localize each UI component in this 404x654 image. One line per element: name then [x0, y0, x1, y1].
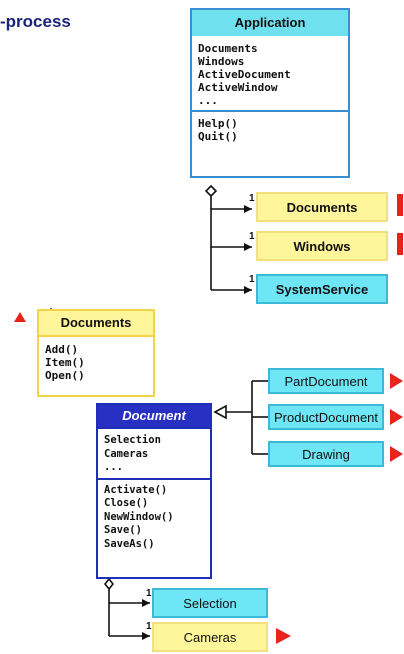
- multiplicity-cameras: 1: [146, 621, 152, 632]
- document-op-saveas: SaveAs(): [104, 537, 155, 550]
- application-attr-windows: Windows: [198, 55, 245, 68]
- application-attr-ellipsis: ...: [198, 94, 218, 107]
- application-attr-documents: Documents: [198, 42, 258, 55]
- more-marker-cameras[interactable]: [276, 628, 291, 644]
- application-attr-activedocument: ActiveDocument: [198, 68, 291, 81]
- windows-collection-box[interactable]: Windows: [256, 231, 388, 261]
- document-attr-cameras: Cameras: [104, 447, 149, 460]
- application-op-help: Help(): [198, 117, 238, 130]
- application-class-name: Application: [192, 10, 348, 36]
- application-class-box[interactable]: Application Documents Windows ActiveDocu…: [190, 8, 350, 178]
- productdocument-box[interactable]: ProductDocument: [268, 404, 384, 430]
- documents-op-item: Item(): [45, 356, 85, 369]
- more-marker-partdocument[interactable]: [390, 373, 403, 389]
- documents-collection-class-box[interactable]: Documents Add() Item() Open(): [37, 309, 155, 397]
- multiplicity-windows: 1: [249, 231, 255, 242]
- partdocument-box[interactable]: PartDocument: [268, 368, 384, 394]
- document-op-close: Close(): [104, 497, 149, 509]
- drawing-box[interactable]: Drawing: [268, 441, 384, 467]
- systemservice-box[interactable]: SystemService: [256, 274, 388, 304]
- application-attr-activewindow: ActiveWindow: [198, 81, 278, 94]
- more-marker-documents[interactable]: [397, 194, 403, 216]
- document-class-name: Document: [98, 405, 210, 429]
- document-op-activate: Activate(): [104, 483, 168, 496]
- document-attr-ellipsis: ...: [104, 461, 123, 473]
- document-op-save: Save(): [104, 524, 142, 536]
- documents-op-open: Open(): [45, 369, 85, 382]
- documents-collection-box[interactable]: Documents: [256, 192, 388, 222]
- document-class-box[interactable]: Document Selection Cameras ... Activate(…: [96, 403, 212, 579]
- documents-op-add: Add(): [45, 343, 79, 356]
- application-op-quit: Quit(): [198, 130, 238, 143]
- multiplicity-documents: 1: [249, 193, 255, 204]
- more-marker-windows[interactable]: [397, 233, 403, 255]
- documents-collection-class-name: Documents: [39, 311, 153, 335]
- document-attr-selection: Selection: [104, 434, 161, 446]
- more-marker-productdocument[interactable]: [390, 409, 403, 425]
- multiplicity-selection: 1: [146, 588, 152, 599]
- cameras-box[interactable]: Cameras: [152, 622, 268, 652]
- more-marker-drawing[interactable]: [390, 446, 403, 462]
- multiplicity-systemservice: 1: [249, 274, 255, 285]
- selection-box[interactable]: Selection: [152, 588, 268, 618]
- page-title-fragment: -process: [0, 12, 71, 31]
- document-op-newwindow: NewWindow(): [104, 510, 174, 523]
- up-marker-documents[interactable]: [14, 312, 26, 322]
